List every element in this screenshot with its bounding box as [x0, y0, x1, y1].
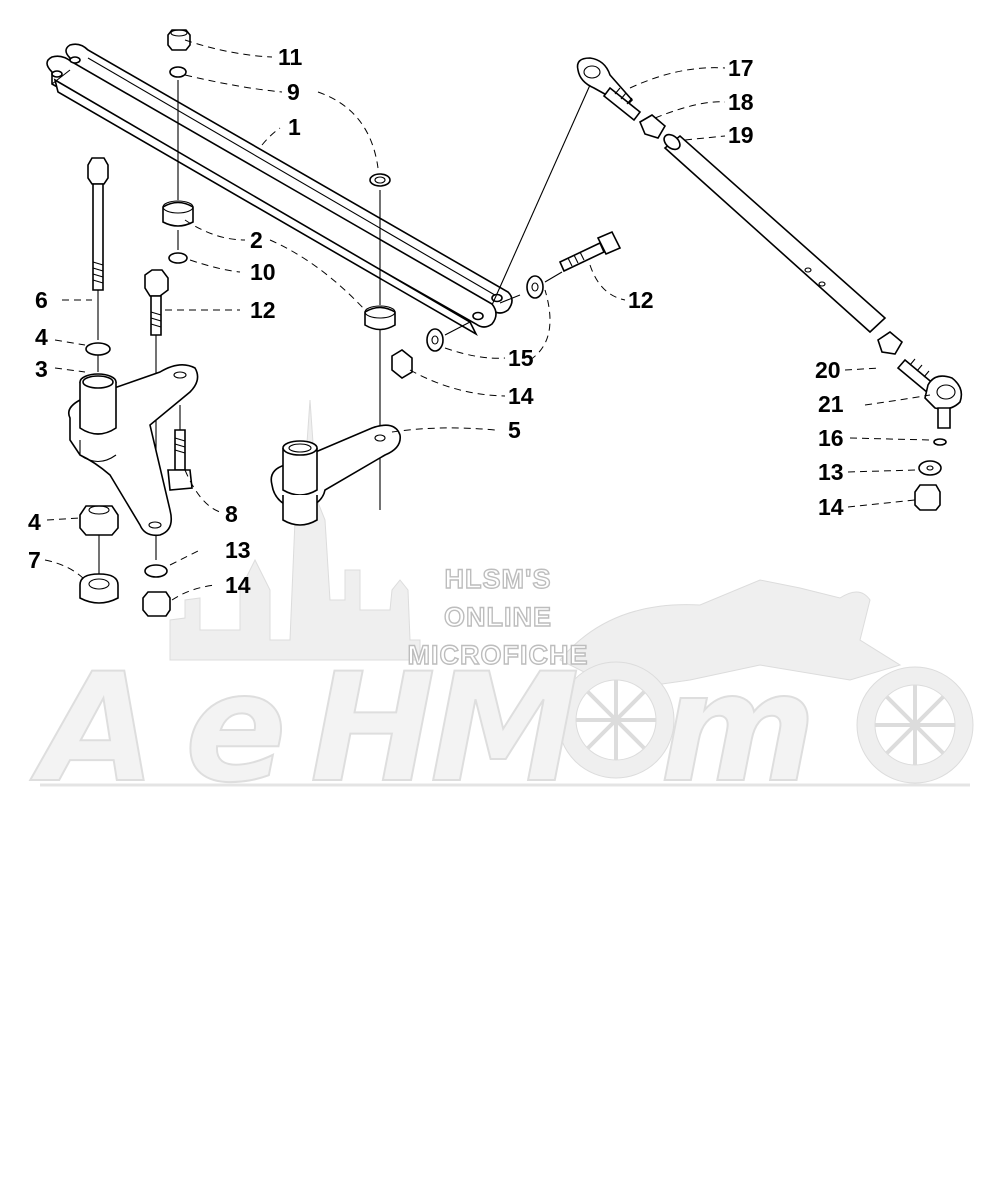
jam-nut-part-20 — [877, 331, 904, 355]
callout-14-right: 14 — [818, 494, 844, 520]
callout-labels: 11 9 1 2 10 12 6 4 3 8 4 7 13 14 5 12 15… — [28, 44, 844, 598]
leader-line — [629, 67, 726, 89]
leader-line — [184, 39, 273, 58]
callout-9: 9 — [287, 79, 300, 105]
link-bar-assembly — [46, 43, 513, 337]
watermark-line-1: HLSM'S — [445, 564, 552, 594]
callout-3: 3 — [35, 356, 48, 382]
leader-line — [589, 264, 626, 301]
leader-line — [864, 394, 931, 406]
leader-line — [444, 289, 551, 361]
leader-line — [184, 219, 366, 311]
leader-line — [169, 549, 201, 566]
bolt-part-6 — [87, 157, 109, 340]
callout-7: 7 — [28, 547, 41, 573]
watermark-line-2: ONLINE — [444, 602, 552, 632]
nut-part-14 — [142, 591, 171, 617]
watermark-brand-letter: e — [185, 642, 287, 816]
nut-part-14-middle — [391, 349, 413, 379]
callout-14-middle: 14 — [508, 383, 534, 409]
watermark-brand: A e H M m — [29, 641, 817, 817]
leader-line — [261, 127, 281, 146]
callout-16: 16 — [818, 425, 844, 451]
nut-part-14-right — [914, 484, 941, 511]
callout-12: 12 — [250, 297, 276, 323]
cap-part-7 — [79, 573, 119, 604]
callout-21: 21 — [818, 391, 844, 417]
leader-line — [847, 499, 916, 508]
leader-lines — [44, 39, 931, 601]
leader-line — [184, 469, 221, 513]
nut-part-4 — [79, 505, 119, 575]
callout-12-right: 12 — [628, 287, 654, 313]
washer-part-15-right — [526, 275, 544, 299]
bellcrank-part-3 — [67, 364, 199, 537]
watermark: A e H M m HLSM'S ONLINE MICROFICHE — [29, 399, 974, 817]
leader-line — [654, 101, 726, 119]
leader-line — [54, 367, 86, 373]
washer-part-9-right — [369, 173, 391, 187]
leader-line — [844, 367, 881, 371]
callout-17: 17 — [728, 55, 754, 81]
washer-part-4 — [85, 342, 111, 356]
leader-line — [189, 259, 241, 273]
watermark-motorcycle — [557, 579, 974, 784]
callout-13-right: 13 — [818, 459, 844, 485]
leader-line — [409, 369, 506, 397]
callout-4: 4 — [35, 324, 48, 350]
callout-4-lower: 4 — [28, 509, 41, 535]
leader-line — [849, 437, 931, 441]
callout-15: 15 — [508, 345, 534, 371]
parts — [46, 29, 963, 617]
watermark-brand-letter: M — [430, 642, 579, 816]
watermark-brand-letter: H — [310, 642, 436, 816]
rod-end-part-17 — [576, 57, 642, 122]
callout-11: 11 — [278, 44, 303, 70]
washer-part-15 — [426, 328, 444, 352]
leader-line — [46, 517, 81, 521]
leader-line — [44, 559, 86, 581]
watermark-line-3: MICROFICHE — [408, 640, 589, 670]
watermark-brand-letter: A — [30, 642, 156, 816]
washer-part-13-right — [918, 460, 942, 476]
jam-nut-part-18 — [638, 114, 667, 139]
leader-line — [171, 584, 216, 601]
callout-19: 19 — [728, 122, 754, 148]
callout-10: 10 — [250, 259, 276, 285]
rod-end-part-21 — [896, 358, 963, 429]
callout-8: 8 — [225, 501, 238, 527]
leader-line — [391, 427, 496, 433]
washer-part-13 — [144, 564, 168, 578]
tube-part-19 — [663, 133, 887, 334]
bolt-part-8 — [167, 405, 193, 491]
bolt-part-12-right — [558, 230, 622, 273]
washer-part-16 — [933, 438, 947, 446]
watermark-brand-letter: m — [660, 642, 816, 816]
washer-part-10 — [168, 252, 188, 264]
leader-line — [684, 135, 726, 141]
callout-13: 13 — [225, 537, 251, 563]
callout-18: 18 — [728, 89, 754, 115]
callout-1: 1 — [288, 114, 301, 140]
leader-line — [847, 469, 916, 473]
callout-2: 2 — [250, 227, 263, 253]
callout-14: 14 — [225, 572, 251, 598]
bellcrank-part-5 — [270, 424, 402, 526]
callout-5: 5 — [508, 417, 521, 443]
leader-line — [184, 74, 379, 169]
washer-part-9 — [169, 66, 187, 78]
callout-20: 20 — [815, 357, 841, 383]
nut-part-11 — [167, 29, 191, 51]
callout-6: 6 — [35, 287, 48, 313]
leader-line — [54, 339, 86, 346]
